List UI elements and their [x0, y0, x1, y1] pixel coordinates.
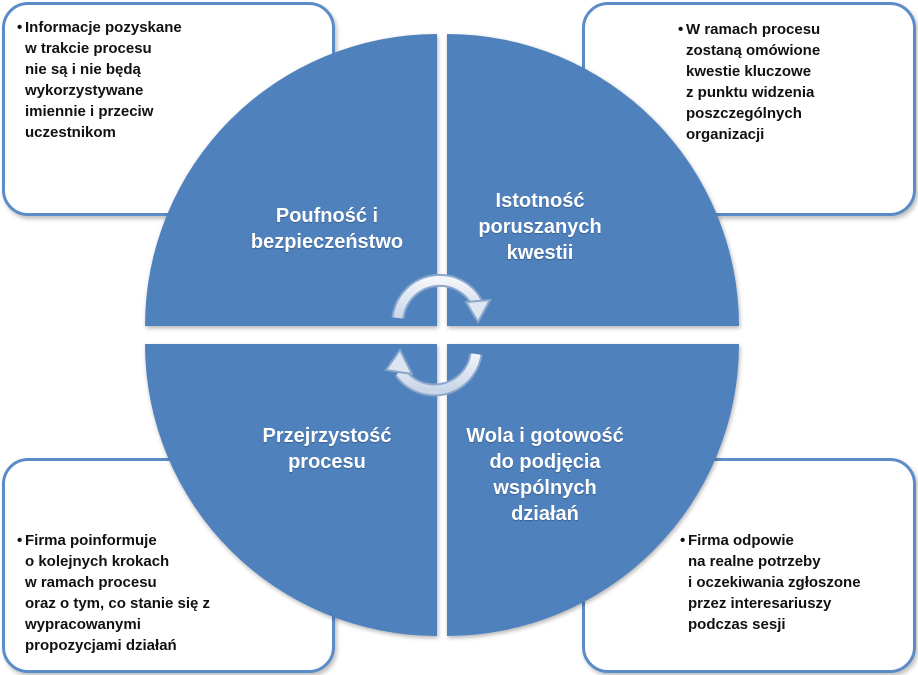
note-line: Informacje pozyskane — [25, 19, 182, 36]
label-line: Przejrzystość — [262, 425, 392, 447]
note-line: Firma poinformuje — [25, 532, 157, 549]
note-line: w ramach procesu — [25, 574, 157, 591]
label-line: wspólnych — [493, 477, 597, 499]
note-line: nie są i nie będą — [25, 61, 141, 78]
note-line: Firma odpowie — [688, 532, 794, 549]
note-line: propozycjami działań — [25, 637, 177, 654]
quadrant-label-bottom-left: Przejrzystość procesu — [222, 423, 432, 475]
note-line: zostaną omówione — [686, 42, 821, 59]
note-line: oraz o tym, co stanie się z — [25, 595, 211, 612]
quadrant-top-left — [145, 34, 437, 326]
bullet: • — [678, 21, 684, 38]
note-line: na realne potrzeby — [688, 553, 821, 570]
label-line: do podjęcia — [489, 451, 601, 473]
note-line: wypracowanymi — [25, 616, 141, 633]
quadrant-top-right — [447, 34, 739, 326]
note-line: przez interesariuszy — [688, 595, 832, 612]
label-line: Wola i gotowość — [466, 425, 624, 447]
label-line: kwestii — [506, 242, 574, 264]
cycle-arrow-bottom-icon — [384, 348, 483, 397]
note-line: imiennie i przeciw — [25, 103, 154, 120]
quadrant-bottom-left — [145, 344, 437, 636]
note-line: wykorzystywane — [25, 82, 144, 99]
cycle-arrow-top-icon — [391, 273, 492, 325]
bullet: • — [17, 19, 23, 36]
quadrant-label-top-left: Poufność i bezpieczeństwo — [222, 203, 432, 255]
label-line: działań — [511, 503, 579, 525]
bullet: • — [680, 532, 686, 549]
note-line: kwestie kluczowe — [686, 63, 812, 80]
note-line: z punktu widzenia — [686, 84, 815, 101]
label-line: poruszanych — [478, 216, 602, 238]
note-line: o kolejnych krokach — [25, 553, 170, 570]
note-text: • W ramach procesu zostaną omówione kwes… — [678, 19, 820, 145]
note-line: w trakcie procesu — [25, 40, 152, 57]
note-bottom-right: • Firma odpowie na realne potrzeby i ocz… — [582, 458, 916, 673]
label-line: Poufność i — [275, 205, 379, 227]
note-line: podczas sesji — [688, 616, 786, 633]
note-line: uczestnikom — [25, 124, 116, 141]
bullet: • — [17, 532, 23, 549]
label-line: procesu — [288, 451, 366, 473]
label-line: bezpieczeństwo — [250, 231, 404, 253]
note-line: organizacji — [686, 126, 765, 143]
note-line: poszczególnych — [686, 105, 802, 122]
note-text: • Informacje pozyskane w trakcie procesu… — [17, 17, 182, 143]
quadrant-label-top-right: Istotność poruszanych kwestii — [440, 188, 640, 266]
note-line: i oczekiwania zgłoszone — [688, 574, 861, 591]
note-text: • Firma poinformuje o kolejnych krokach … — [17, 530, 210, 656]
note-text: • Firma odpowie na realne potrzeby i ocz… — [680, 530, 861, 635]
quadrant-bottom-right — [447, 344, 739, 636]
quadrant-label-bottom-right: Wola i gotowość do podjęcia wspólnych dz… — [430, 423, 660, 527]
label-line: Istotność — [495, 190, 585, 212]
note-line: W ramach procesu — [686, 21, 821, 38]
